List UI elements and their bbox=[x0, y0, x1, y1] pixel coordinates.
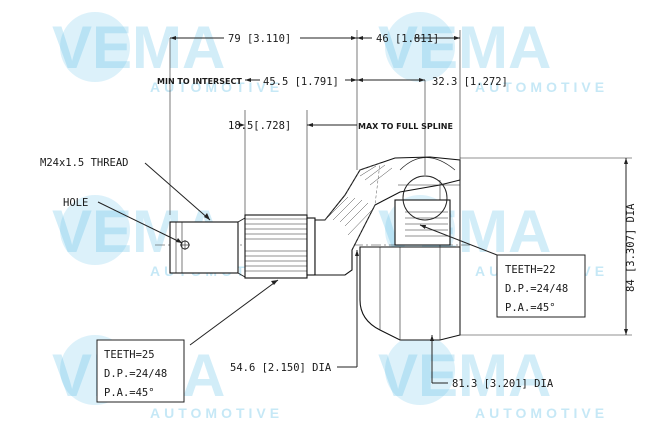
threaded-stub bbox=[169, 221, 239, 274]
leader-lines bbox=[97, 162, 498, 384]
bell-neck bbox=[314, 156, 461, 276]
outer-spline-leader bbox=[189, 279, 279, 346]
inner-race bbox=[394, 199, 451, 246]
outer-dp-text: D.P.=24/48 bbox=[104, 368, 167, 380]
inner-pa-text: P.A.=45° bbox=[505, 302, 556, 314]
spline-length-text: 18.5[.728] bbox=[228, 120, 291, 132]
thread-leader bbox=[144, 162, 211, 221]
seal-dia-text: 54.6 [2.150] DIA bbox=[230, 362, 332, 374]
watermark-logo-circle bbox=[60, 195, 130, 265]
outer-bell bbox=[359, 157, 461, 341]
watermark-logo-circle bbox=[385, 12, 455, 82]
min-intersect-label: MIN TO INTERSECT bbox=[157, 77, 242, 86]
inner-spline-spec-box: TEETH=22 D.P.=24/48 P.A.=45° bbox=[496, 254, 586, 318]
outer-diameter-dimension bbox=[460, 157, 632, 336]
outer-dia-text: 84 [3.307] DIA bbox=[625, 203, 637, 292]
min-intersect-text: 45.5 [1.791] bbox=[263, 76, 339, 88]
watermark-brand: VEMA bbox=[378, 14, 551, 81]
watermark-sub: AUTOMOTIVE bbox=[150, 405, 283, 421]
overall-length-text: 79 [3.110] bbox=[228, 33, 291, 45]
hole-leader bbox=[97, 201, 183, 244]
watermark-brand: VEMA bbox=[52, 14, 225, 81]
outer-center-text: 32.3 [1.272] bbox=[432, 76, 508, 88]
watermark-logo-circle bbox=[60, 12, 130, 82]
outer-spline-spec-box: TEETH=25 D.P.=24/48 P.A.=45° bbox=[96, 339, 185, 403]
outer-pa-text: P.A.=45° bbox=[104, 387, 155, 399]
outer-spline-section bbox=[244, 214, 316, 279]
inner-teeth-text: TEETH=22 bbox=[505, 264, 556, 276]
watermark-brand: VEMA bbox=[378, 342, 551, 409]
stub-shaft bbox=[169, 217, 246, 278]
outer-teeth-text: TEETH=25 bbox=[104, 349, 155, 361]
watermark-sub: AUTOMOTIVE bbox=[475, 79, 608, 95]
body-dia-text: 81.3 [3.201] DIA bbox=[452, 378, 554, 390]
watermark-sub: AUTOMOTIVE bbox=[475, 405, 608, 421]
thread-label: M24x1.5 THREAD bbox=[40, 157, 129, 169]
hole-label: HOLE bbox=[63, 197, 88, 209]
max-spline-label: MAX TO FULL SPLINE bbox=[358, 122, 453, 131]
ball-cage bbox=[402, 175, 448, 221]
spline-body bbox=[244, 214, 308, 279]
top-dimensions bbox=[169, 30, 461, 215]
outer-length-text: 46 [1.811] bbox=[376, 33, 439, 45]
inner-spline-leader bbox=[419, 224, 498, 256]
watermark-sub: AUTOMOTIVE bbox=[150, 79, 283, 95]
inner-dp-text: D.P.=24/48 bbox=[505, 283, 568, 295]
watermark-logo-circle bbox=[385, 335, 455, 405]
